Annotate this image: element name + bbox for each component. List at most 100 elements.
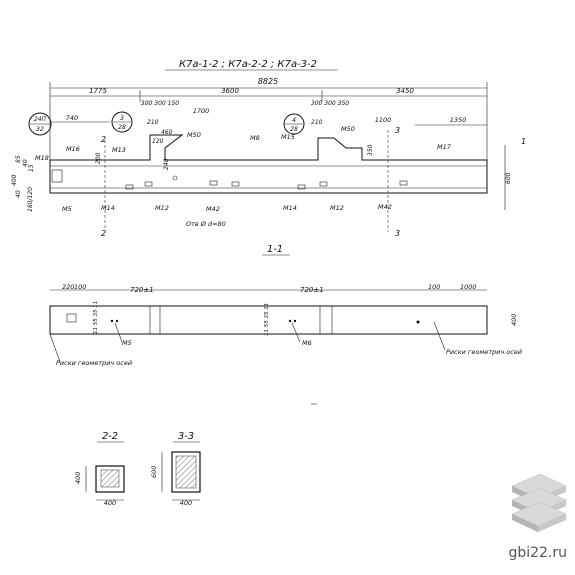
label-m16: М16 <box>66 145 80 153</box>
section-3-3-width: 400 <box>180 499 192 507</box>
embed-1 <box>125 184 134 190</box>
m6-leader <box>291 322 301 343</box>
label-m17: М17 <box>437 143 452 151</box>
dim-200: 200 <box>95 152 102 164</box>
cut-3-top: 3 <box>395 126 400 135</box>
dim-240: 240 <box>163 158 170 170</box>
label-m14a: М14 <box>101 204 115 212</box>
dim-1350: 1350 <box>450 116 467 124</box>
cut-3-bottom: 3 <box>395 229 400 238</box>
section-2-2-title: 2-2 <box>102 431 118 442</box>
bubble-3-top: 4 <box>292 117 296 124</box>
section-2-2-hatch <box>100 469 120 488</box>
sec11-pitch-b: 11 55 35 11 <box>264 303 270 336</box>
bubble-3 <box>283 113 305 135</box>
m5-dot-1 <box>110 319 114 323</box>
bubble-1-top: 24П <box>34 116 47 123</box>
dim-600: 600 <box>505 172 512 184</box>
embed-2 <box>144 181 153 187</box>
label-m42b: М42 <box>378 203 392 211</box>
dim-overall: 8825 <box>258 77 278 86</box>
dim-1700: 1700 <box>193 107 210 115</box>
plan-end-plate <box>66 313 77 323</box>
embed-5 <box>297 184 306 190</box>
label-m5: М5 <box>62 205 72 213</box>
sec11-axis-note-left: Риски геометрич осей <box>56 359 132 367</box>
sec11-dim-1000: 1000 <box>460 283 477 291</box>
sec11-dim-100a: 100 <box>74 283 86 291</box>
dim-40b: 40 <box>15 190 22 198</box>
hole-mark <box>172 175 178 181</box>
dim-seg3: 3450 <box>396 87 414 95</box>
dim-740: 740 <box>66 114 78 122</box>
bubble-1-bottom: 32 <box>36 126 44 133</box>
sec11-m5: М5 <box>122 339 132 347</box>
label-m13: М13 <box>112 146 126 154</box>
bubble-2-bottom: 28 <box>118 124 126 131</box>
sec11-axis-note-right: Риски геометрич осей <box>446 348 522 356</box>
sec11-dim-720a: 720±1 <box>130 286 154 294</box>
dim-seg1: 1775 <box>89 87 107 95</box>
section-3-3-title: 3-3 <box>178 431 194 442</box>
dim-180-120: 180/120 <box>27 187 34 212</box>
section-2-2-width: 400 <box>104 499 116 507</box>
section-3-3-height: 600 <box>150 466 158 478</box>
embed-3 <box>209 180 218 186</box>
bubble-1 <box>28 112 52 136</box>
sec11-dim-220: 220 <box>62 283 74 291</box>
label-m8: М8 <box>250 134 260 142</box>
dim-210b: 210 <box>311 119 323 126</box>
m5-leader <box>114 322 123 343</box>
label-m12a: М12 <box>155 204 169 212</box>
label-hole: Отв Ø d=80 <box>186 220 226 228</box>
section-3-3-hatch <box>175 455 197 489</box>
bubble-2 <box>111 111 133 133</box>
section-1-1-title: 1-1 <box>267 244 283 255</box>
dim-seg2: 3600 <box>221 87 239 95</box>
sec11-pitch-a: 11 55 35 11 <box>93 301 99 334</box>
label-m14b: М14 <box>283 204 297 212</box>
bubble-2-top: 3 <box>120 115 124 122</box>
dim-85: 85 <box>15 155 22 163</box>
label-m42a: М42 <box>206 205 220 213</box>
dim-300-300-350: 300 300 350 <box>311 100 349 107</box>
dim-350: 350 <box>367 144 374 156</box>
cut-1-top: 1 <box>521 137 526 146</box>
label-m18: М18 <box>35 154 49 162</box>
section-2-2-height: 400 <box>74 472 82 484</box>
axis-mark-right <box>416 320 420 324</box>
m6-dot-2 <box>293 319 297 323</box>
sec11-dim-400: 400 <box>510 314 518 326</box>
dim-120: 120 <box>152 138 164 145</box>
m6-dot-1 <box>288 319 292 323</box>
dim-300-300-150: 300 300 150 <box>141 100 179 107</box>
end-plate <box>51 169 63 183</box>
axis-leader-left <box>49 333 61 363</box>
m5-dot-2 <box>115 319 119 323</box>
label-m50a: М50 <box>187 131 201 139</box>
dim-460: 460 <box>161 129 173 136</box>
slab-logo-icon <box>511 473 567 532</box>
dim-210a: 210 <box>147 119 159 126</box>
beam-outline <box>49 134 488 194</box>
sec11-dim-720b: 720±1 <box>300 286 324 294</box>
embed-6 <box>319 181 328 187</box>
axis-leader-right <box>433 321 446 351</box>
bubble-3-bottom: 28 <box>290 126 298 133</box>
watermark-site: gbi22.ru <box>508 545 567 561</box>
label-m12b: М12 <box>330 204 344 212</box>
dim-1100: 1100 <box>375 116 392 124</box>
dim-400: 400 <box>11 174 18 186</box>
sec11-m6: М6 <box>302 339 312 347</box>
cut-2-bottom: 2 <box>101 229 106 238</box>
embed-4 <box>231 181 240 187</box>
sec11-dim-100b: 100 <box>428 283 440 291</box>
drawing-title: К7а-1-2 ; К7а-2-2 ; К7а-3-2 <box>179 59 317 70</box>
label-m15: М15 <box>281 133 295 141</box>
section-1-1-plan <box>49 305 488 335</box>
cut-2-top: 2 <box>101 135 106 144</box>
embed-7 <box>399 180 408 186</box>
dim-40a: 40 <box>22 159 29 167</box>
dim-15: 15 <box>28 164 35 172</box>
